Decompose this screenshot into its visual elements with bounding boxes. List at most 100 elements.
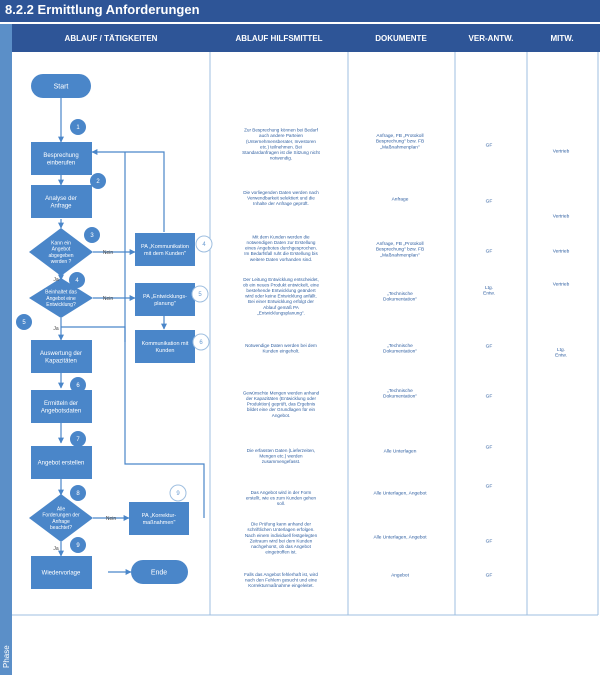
hilfsmittel-text-line: nach den Fehlern gesucht und eine — [245, 578, 317, 583]
mitw-text: Vertrieb — [553, 149, 570, 155]
step-number: 4 — [75, 278, 79, 284]
mitw-text-line: Vertrieb — [553, 249, 570, 255]
step-number: 6 — [76, 383, 80, 389]
hilfsmittel-text-line: nachgehorst, ob das Angebot — [251, 544, 311, 549]
dokument-text-line: Anfrage, FB „Protokoll — [376, 241, 423, 247]
pa-box — [135, 233, 195, 266]
step-number: 6 — [199, 340, 203, 346]
step-number: 9 — [76, 543, 80, 549]
verantw-text: GF — [486, 484, 493, 490]
verantw-text-line: GF — [486, 394, 493, 400]
step-number: 8 — [76, 491, 80, 497]
verantw-text-line: GF — [486, 199, 493, 205]
hilfsmittel-text-line: Der Leitung Entwicklung entscheidet, — [243, 277, 319, 282]
phase-bar — [0, 24, 12, 675]
hilfsmittel-text-line: Mengen etc.) werden — [259, 454, 303, 459]
hilfsmittel-text: Falls das Angebot fehlerhaft ist, wirdna… — [244, 572, 318, 588]
dokument-text-line: Alle Unterlagen — [384, 449, 417, 455]
verantw-text: GF — [486, 394, 493, 400]
dokument-text: Alle Unterlagen, Angebot — [373, 491, 427, 497]
dokument-text-line: Alle Unterlagen, Angebot — [373, 491, 427, 497]
hilfsmittel-text-line: (Unternehmensberater, Investoren — [246, 139, 316, 144]
verantw-text-line: GF — [486, 344, 493, 350]
dokument-text-line: „Technische — [387, 291, 413, 297]
step-number: 5 — [198, 292, 202, 298]
pa-box — [135, 283, 195, 316]
mitw-text-line: Vertrieb — [553, 149, 570, 155]
start-label-line: Start — [54, 83, 69, 90]
dokument-text-line: Alle Unterlagen, Angebot — [373, 535, 427, 541]
process-step-label: Wiedervorlage — [42, 571, 81, 577]
hilfsmittel-text-line: bestehende Entwicklung geändert — [246, 288, 316, 293]
hilfsmittel-text-line: ob ein neues Produkt entwickelt, eine — [243, 282, 320, 287]
title-bar: 8.2.2 Ermittlung Anforderungen — [0, 0, 600, 22]
dokument-text-line: Besprechung" bzw. FB — [376, 139, 424, 145]
step-number-circle — [169, 484, 187, 502]
mitw-text-line: Ltg. — [557, 347, 565, 353]
hilfsmittel-text-line: Kunden eingeholt. — [262, 348, 299, 353]
verantw-text-line: GF — [486, 445, 493, 451]
mitw-text: Vertrieb — [553, 214, 570, 220]
step-number: 4 — [202, 242, 206, 248]
decision-label-line: Anfrage — [52, 519, 70, 525]
step-number-circle — [69, 272, 85, 288]
step-number-circle — [192, 333, 210, 351]
step-number: 3 — [90, 233, 94, 239]
hilfsmittel-text-line: Zur Besprechung können bei Bedarf — [244, 128, 319, 133]
column-header: ABLAUF HILFSMITTEL — [235, 34, 322, 43]
decision-diamond — [29, 228, 93, 276]
pa-box-label: PA „Korrektur-maßnahmen" — [142, 513, 177, 526]
hilfsmittel-text-line: Mit dem Kunden werden die — [252, 234, 310, 239]
dokument-text-line: Angebot — [391, 573, 410, 579]
pa-box-label-line: PA „Kommunikation — [141, 244, 189, 250]
verantw-text-line: GF — [486, 484, 493, 490]
step-number-circle — [70, 431, 86, 447]
hilfsmittel-text: Die Prüfung kann anhand derschriftlichen… — [245, 522, 318, 555]
hilfsmittel-text-line: Zeitraum wird bei dem Kunden — [250, 538, 313, 543]
flow-connectors — [58, 98, 205, 575]
hilfsmittel-text-line: zusammengefasst. — [262, 459, 301, 464]
column-header: MITW. — [550, 34, 573, 43]
decision-label-line: beachtet? — [50, 525, 72, 531]
hilfsmittel-text: Der Leitung Entwicklung entscheidet,ob e… — [243, 277, 320, 316]
step-number-circle — [70, 485, 86, 501]
hilfsmittel-text-line: Produktion) geprüft, das Ergebnis — [247, 402, 316, 407]
hilfsmittel-text-line: notwendigen Daten zur Erstellung — [247, 240, 316, 245]
mitw-text: Ltg.Entw. — [555, 347, 567, 359]
decision-label-line: Kann ein — [51, 241, 71, 247]
hilfsmittel-text-line: „Entwicklungsplanung". — [257, 310, 305, 315]
step-number-circle — [70, 119, 86, 135]
pa-box-label-line: Kunden — [156, 348, 175, 354]
process-step — [31, 446, 92, 479]
step-number-circle — [16, 314, 32, 330]
process-step — [31, 142, 92, 175]
start-terminator — [31, 74, 91, 98]
hilfsmittel-text-line: Bei einer Entwicklung erfolgt der — [248, 299, 314, 304]
process-step — [31, 185, 92, 218]
end-label-line: Ende — [151, 569, 167, 576]
hilfsmittel-text-line: Inhalte der Anfrage geprüft. — [253, 201, 309, 206]
verantw-text: GF — [486, 445, 493, 451]
hilfsmittel-text-line: Die Prüfung kann anhand der — [251, 522, 311, 527]
verantw-text-line: GF — [486, 143, 493, 149]
step-number-circle — [191, 285, 209, 303]
process-step-label-line: Kapazitäten — [45, 358, 77, 364]
dokument-text-line: „Maßnahmenplan" — [380, 253, 420, 259]
branch-label: Nein — [103, 296, 114, 302]
mitw-text: Vertrieb — [553, 249, 570, 255]
hilfsmittel-text-line: soll. — [277, 501, 285, 506]
step-number-circle — [195, 235, 213, 253]
hilfsmittel-text-line: bildet eine der Grundlagen für ein — [247, 407, 316, 412]
verantw-text: GF — [486, 344, 493, 350]
pa-box-label-line: PA „Korrektur- — [142, 513, 177, 519]
hilfsmittel-text-line: Falls das Angebot fehlerhaft ist, wird — [244, 572, 318, 577]
process-step-label-line: Analyse der — [45, 196, 77, 202]
